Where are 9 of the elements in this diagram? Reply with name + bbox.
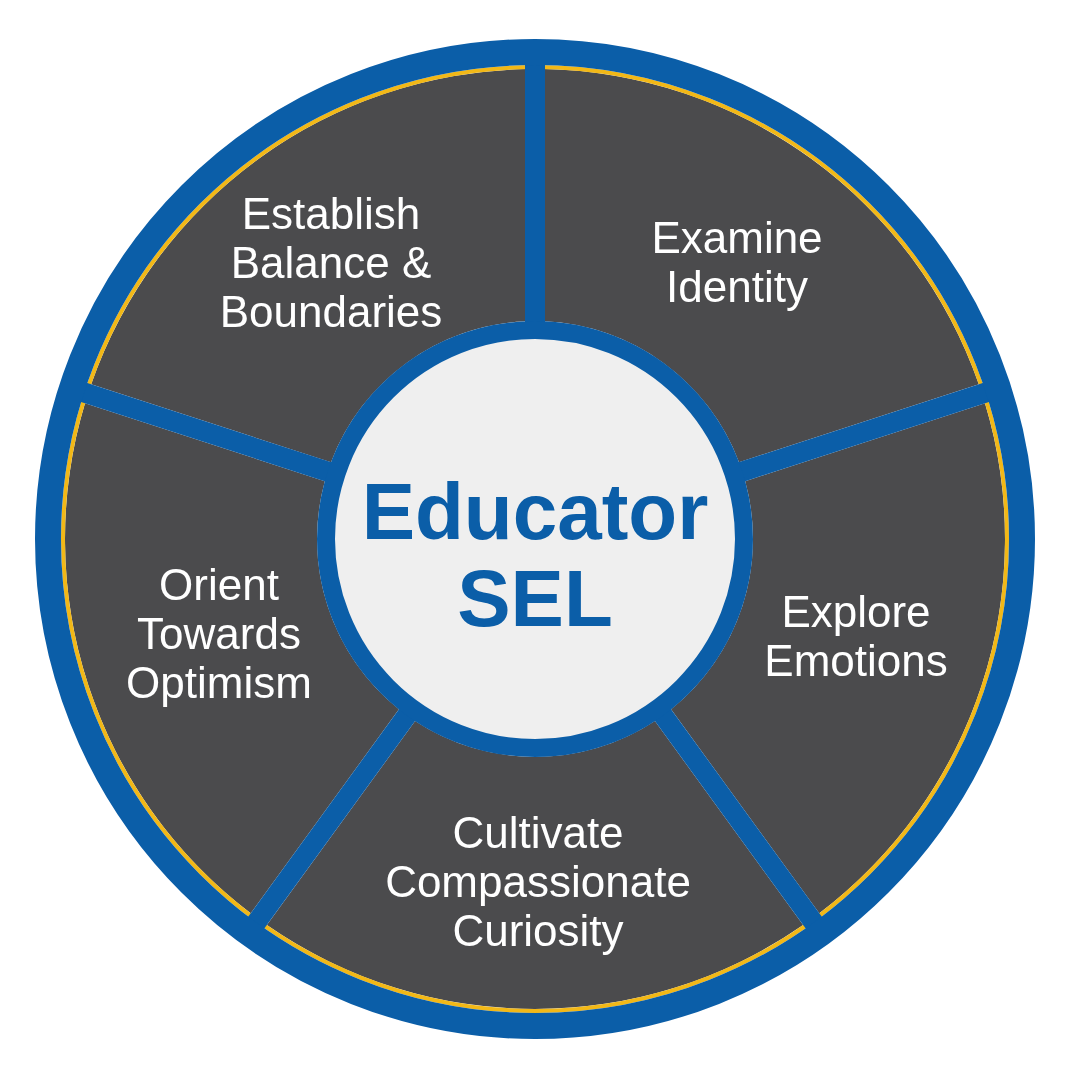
segment-label: Examine Identity [650,213,824,311]
segment-label: Establish Balance & Boundaries [218,188,444,336]
wheel-segment [545,69,979,463]
segment-label: Explore Emotions [763,587,949,685]
wheel-segment [266,721,804,1009]
center-title: Educator SEL [360,468,710,642]
segment-label: Orient Towards Optimism [125,559,313,707]
segment-label: Cultivate Compassionate Curiosity [384,807,692,955]
wheel-segment [91,69,525,463]
